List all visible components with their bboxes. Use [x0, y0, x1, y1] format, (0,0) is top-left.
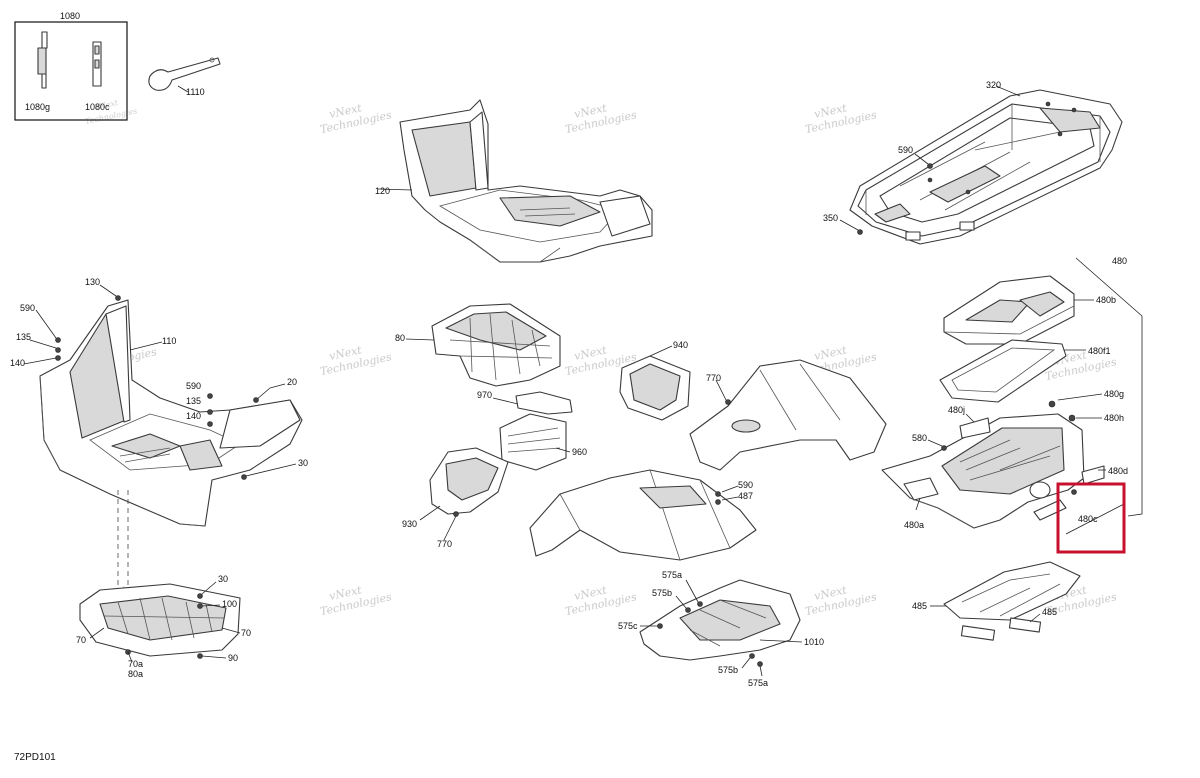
callout-480c: 480c: [1078, 514, 1098, 524]
callout-1080c: 1080c: [85, 102, 110, 112]
part-rear-fender: 590 487: [529, 469, 757, 561]
callout-70-right: 70: [241, 628, 251, 638]
part-120-body: 120: [375, 99, 653, 263]
part-480-storage-assembly: 480 480b 480f1 480g: [881, 256, 1143, 554]
callout-575b-top: 575b: [652, 588, 672, 598]
callout-590-mid: 590: [186, 381, 201, 391]
callout-480a: 480a: [904, 520, 924, 530]
part-110-left-body: 130 590 135 140 110 590 135 140 20 30: [10, 277, 308, 650]
callout-70-left: 70: [76, 635, 86, 645]
callout-590-fender: 590: [738, 480, 753, 490]
callout-480h: 480h: [1104, 413, 1124, 423]
callout-100: 100: [222, 599, 237, 609]
part-80-center-support: 80: [395, 303, 561, 387]
callout-575a-top: 575a: [662, 570, 682, 580]
callout-30-bottom: 30: [218, 574, 228, 584]
callout-1010: 1010: [804, 637, 824, 647]
part-960-panel: 960: [499, 413, 587, 471]
callout-930: 930: [402, 519, 417, 529]
callout-70a: 70a: [128, 659, 143, 669]
callout-135-left: 135: [16, 332, 31, 342]
callout-480d: 480d: [1108, 466, 1128, 476]
tool-kit-box: [14, 21, 128, 121]
callout-970: 970: [477, 390, 492, 400]
callout-110: 110: [162, 336, 176, 346]
part-front-fender: 770: [689, 359, 887, 471]
part-1010-lower-support: 575a 575b 575c 1010 575b 575a: [618, 570, 824, 688]
callout-1080g: 1080g: [25, 102, 50, 112]
callout-770-top: 770: [706, 373, 721, 383]
callout-30-top: 30: [298, 458, 308, 468]
callout-320: 320: [986, 80, 1001, 90]
part-940-box: 940: [619, 340, 691, 421]
part-320-rack: 320 590 350: [823, 80, 1123, 245]
callout-940: 940: [673, 340, 688, 350]
callout-590-rack: 590: [898, 145, 913, 155]
part-970-shield: 970: [477, 390, 573, 415]
callout-1080: 1080: [60, 11, 80, 21]
callout-350: 350: [823, 213, 838, 223]
callout-590-left: 590: [20, 303, 35, 313]
part-930-lower-panel: 930 770: [402, 447, 509, 549]
part-480b-lid: 480b: [943, 275, 1116, 345]
callout-140-left: 140: [10, 358, 25, 368]
bit-holder-part: [92, 41, 102, 87]
figure-id-label: 72PD101: [14, 752, 56, 763]
highlighted-part-480c-frame: [1056, 482, 1126, 554]
callout-130: 130: [85, 277, 100, 287]
callout-575a-bottom: 575a: [748, 678, 768, 688]
callout-20: 20: [287, 377, 297, 387]
callout-1110: 1110: [186, 87, 205, 97]
callout-487: 487: [738, 491, 753, 501]
callout-135-mid: 135: [186, 396, 201, 406]
callout-575c: 575c: [618, 621, 638, 631]
callout-480: 480: [1112, 256, 1127, 266]
callout-575b-bottom: 575b: [718, 665, 738, 675]
callout-80a: 80a: [128, 669, 143, 679]
callout-120: 120: [375, 186, 390, 196]
callout-485: 485: [912, 601, 927, 611]
callout-80: 80: [395, 333, 405, 343]
part-70-footrest: 30 100 70 70 70a 80a 90: [76, 574, 251, 679]
part-480-bin: [881, 413, 1085, 529]
part-485-mat: 485 485: [912, 561, 1081, 641]
spanner-wrench-part: [148, 57, 221, 91]
callout-480j: 480j: [948, 405, 965, 415]
callout-770-bottom: 770: [437, 539, 452, 549]
part-480f1-seal: 480f1: [939, 339, 1111, 403]
callout-480g: 480g: [1104, 389, 1124, 399]
callout-960: 960: [572, 447, 587, 457]
callout-480f1: 480f1: [1088, 346, 1111, 356]
callout-140-mid: 140: [186, 411, 201, 421]
callout-480b: 480b: [1096, 295, 1116, 305]
callout-485-small: 485: [1042, 607, 1057, 617]
callout-580: 580: [912, 433, 927, 443]
callout-90: 90: [228, 653, 238, 663]
tool-kit-group: 1080 1080g 1080c 1110: [14, 11, 221, 121]
screwdriver-part: [37, 31, 48, 89]
